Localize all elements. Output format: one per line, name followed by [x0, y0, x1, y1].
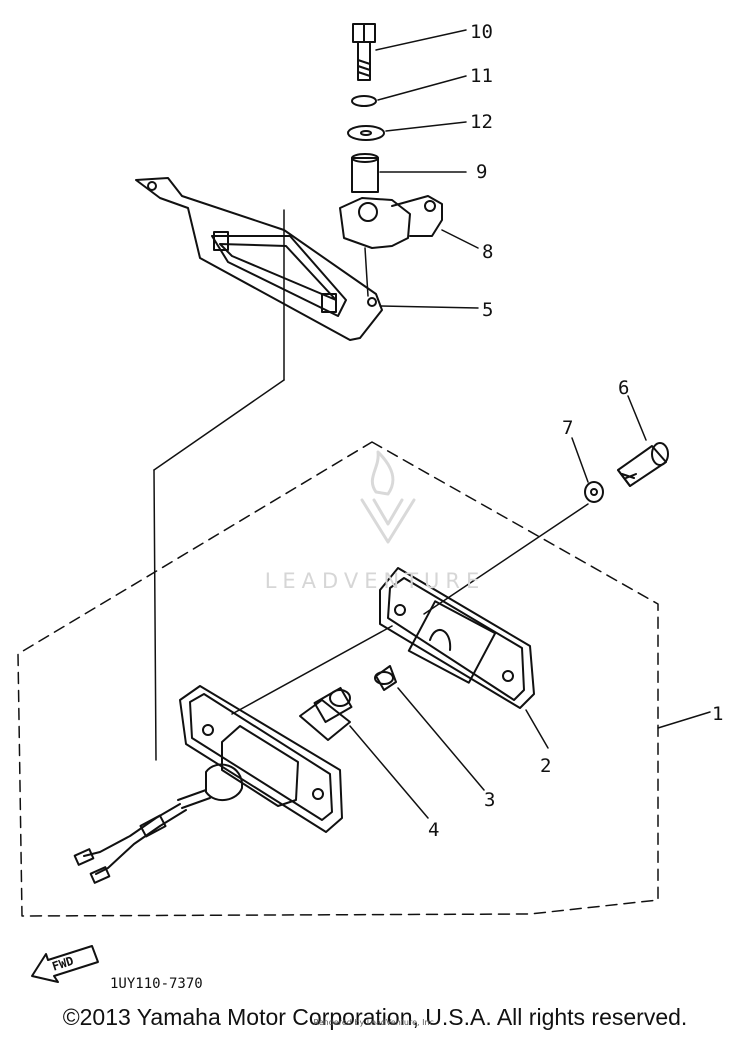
callout-12: 12 — [470, 111, 493, 133]
lamp-housing-part-1 — [177, 685, 343, 833]
stay-bracket-part-8 — [339, 195, 443, 249]
callout-11: 11 — [470, 65, 493, 87]
bulb-part-3 — [374, 665, 397, 691]
socket-part-4 — [299, 686, 353, 741]
callout-2: 2 — [540, 755, 551, 777]
mounting-bracket-part-5 — [135, 177, 383, 341]
callout-1: 1 — [712, 703, 723, 725]
callout-5: 5 — [482, 299, 493, 321]
callout-7: 7 — [562, 417, 573, 439]
copyright-notice: ©2013 Yamaha Motor Corporation, U.S.A. A… — [62, 1004, 688, 1030]
callout-9: 9 — [476, 161, 487, 183]
bolt-part-10 — [352, 23, 376, 81]
callout-6: 6 — [618, 377, 629, 399]
callout-4: 4 — [428, 819, 439, 841]
callout-3: 3 — [484, 789, 495, 811]
lens-part-2 — [379, 567, 535, 709]
leader-lines — [349, 29, 711, 819]
washer-part-12 — [347, 125, 385, 141]
screw-part-6 — [617, 442, 669, 487]
rendered-by-credit: Rendered by LeadVenture, Inc. — [313, 1018, 437, 1027]
callout-8: 8 — [482, 241, 493, 263]
fwd-label: FWD — [50, 954, 75, 974]
wire-harness — [73, 803, 187, 884]
assembly-boundary — [17, 441, 659, 917]
collar-part-9 — [351, 153, 379, 193]
fwd-arrow-icon — [31, 945, 99, 983]
lock-washer-part-11 — [351, 95, 377, 107]
watermark-text: LEADVENTURE — [265, 569, 486, 593]
watermark-logo — [360, 450, 416, 544]
drawing-code: 1UY110-7370 — [110, 976, 203, 992]
washer-part-7 — [584, 481, 604, 503]
callout-10: 10 — [470, 21, 493, 43]
